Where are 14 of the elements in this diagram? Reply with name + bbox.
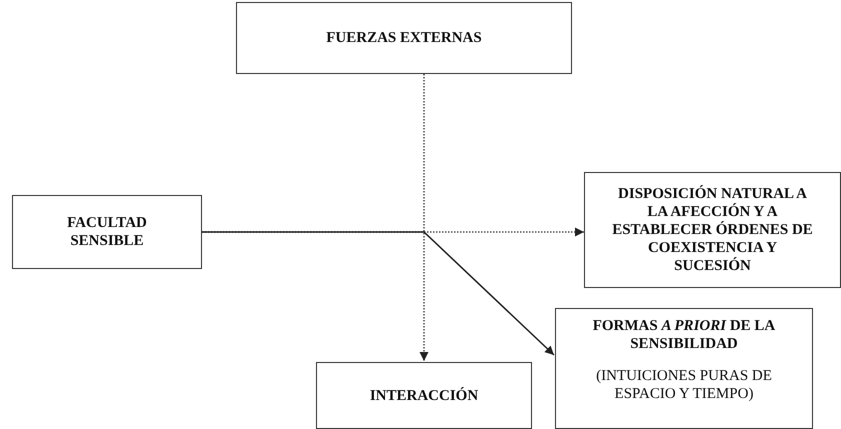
text-box [584,172,841,288]
box-label: FACULTAD SENSIBLE [66,214,148,250]
box-label: DISPOSICIÓN NATURAL A LA AFECCIÓN Y A ESTABLECER ÓRDENES DE COEXISTENCIA Y SUCESIÓN [611,185,814,275]
box-label: FORMAS A PRIORI DE LA SENSIBILIDAD [592,317,776,353]
text-box [12,195,202,269]
text-box [555,308,813,429]
arrow [420,74,428,361]
arrow [202,231,555,356]
text-box [316,362,532,429]
box-label: INTERACCIÓN [370,386,478,404]
text-box [236,2,572,74]
box-label: (INTUICIONES PURAS DE ESPACIO Y TIEMPO) [595,367,773,403]
arrow [202,228,584,236]
box-label: FUERZAS EXTERNAS [326,29,482,47]
